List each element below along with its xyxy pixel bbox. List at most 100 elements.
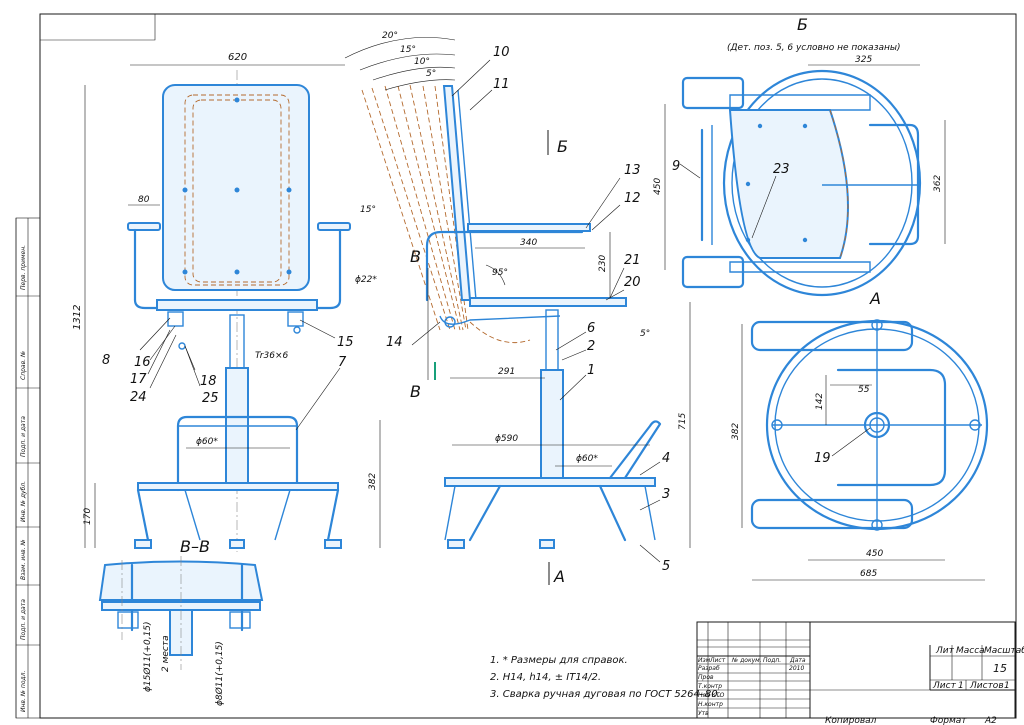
tb-sheet-val: 1: [958, 681, 964, 691]
pos-23: 23: [773, 162, 790, 177]
strip-3: Подп. и дата: [20, 416, 27, 457]
dim-1312: 1312: [72, 305, 83, 330]
view-b-note: (Дет. поз. 5, 6 условно не показаны): [727, 43, 901, 53]
tb-doc: № докум.: [731, 657, 762, 664]
tb-prov: Пров: [698, 674, 714, 681]
pos-4: 4: [662, 451, 670, 466]
view-b: Б (Дет. поз. 5, 6 условно не показаны) 3…: [653, 15, 946, 297]
tb-list: Лист: [709, 657, 726, 664]
pos-21: 21: [624, 253, 641, 268]
pos-8: 8: [102, 353, 110, 368]
arrow-v-top: В: [410, 247, 421, 266]
pos-18: 18: [200, 374, 217, 389]
corner-box: [40, 14, 156, 41]
arrow-v-bottom: В: [410, 382, 421, 401]
front-backrest: [162, 84, 310, 291]
sec-dim-2: 2 места: [161, 635, 171, 672]
pos-1: 1: [587, 363, 595, 378]
tb-format-val: A2: [984, 716, 997, 725]
tb-sheets: Листов: [969, 681, 1004, 691]
pos-15: 15: [337, 335, 354, 350]
dim-685: 685: [860, 569, 877, 579]
tb-masshtab: Масштаб: [984, 646, 1024, 656]
note-2: 2. H14, h14, ± IT14/2.: [490, 672, 601, 683]
tb-razrab: Разраб: [698, 665, 720, 672]
ang-5-seat: 5°: [640, 329, 650, 339]
ang-15: 15°: [400, 45, 416, 55]
dim-142: 142: [815, 393, 825, 410]
title-block: Изм Лист № докум. Подп. Дата Разраб 2010…: [696, 621, 1024, 725]
tb-format: Формат: [930, 716, 967, 725]
view-b-label: Б: [797, 15, 808, 34]
ang-10: 10°: [414, 57, 430, 67]
arrow-b: Б: [557, 137, 568, 156]
view-a: А 55 142 382 450 685 19: [731, 289, 989, 581]
note-1: 1. * Размеры для справок.: [490, 655, 628, 666]
tb-sheets-val: 1: [1004, 681, 1010, 691]
tb-nachkto: Нач КТО: [698, 692, 725, 699]
section-vv: В–В ϕ15Ø11(+0,15) 2 места ϕ8Ø11(+0,15): [98, 537, 264, 706]
dim-620: 620: [228, 52, 247, 63]
tb-izm: Изм: [698, 657, 711, 664]
notes: 1. * Размеры для справок. 2. H14, h14, ±…: [490, 655, 721, 700]
dim-phi590: ϕ590: [495, 434, 518, 444]
pos-11: 11: [493, 77, 510, 92]
pos-24: 24: [130, 390, 147, 405]
pos-19: 19: [814, 451, 831, 466]
strip-6: Подп. и дата: [20, 599, 27, 640]
dim-325: 325: [855, 55, 872, 65]
strip-1: Перв. примен.: [20, 245, 27, 290]
pos-6: 6: [587, 321, 595, 336]
view-a-label: А: [869, 289, 881, 308]
dim-340: 340: [520, 238, 537, 248]
tb-tkontr: Т.контр: [698, 683, 722, 690]
pos-9: 9: [672, 159, 680, 174]
dim-291: 291: [498, 367, 515, 377]
note-3: 3. Сварка ручная дуговая по ГОСТ 5264–80…: [490, 689, 721, 700]
pos-20: 20: [624, 275, 641, 290]
tb-nkontr: Н.контр: [698, 701, 723, 708]
strip-7: Инв. № подл.: [20, 671, 27, 712]
strip-5: Взам. инв. №: [20, 539, 27, 580]
side-view: 20° 15° 10° 5° 340 230 95° 5° 291: [344, 31, 691, 586]
pos-7: 7: [338, 355, 347, 370]
dim-230: 230: [598, 255, 608, 272]
dim-450-a: 450: [866, 549, 883, 559]
sec-dim-1: ϕ15Ø11(+0,15): [142, 621, 153, 692]
tb-podp: Подп.: [763, 657, 781, 664]
tb-date-val: 2010: [789, 665, 804, 672]
dim-382-a: 382: [731, 423, 741, 440]
dim-tr36: Tr36×6: [255, 351, 288, 361]
ang-20: 20°: [382, 31, 398, 41]
dim-170: 170: [83, 508, 93, 525]
tb-massa: Масса: [956, 646, 985, 656]
dim-362: 362: [933, 175, 943, 192]
dim-55: 55: [858, 385, 870, 395]
strip-4: Инв. № дубл.: [20, 481, 27, 522]
sec-dim-3: ϕ8Ø11(+0,15): [214, 641, 225, 706]
dim-80: 80: [138, 195, 150, 205]
pos-17: 17: [130, 372, 147, 387]
arrow-a: А: [553, 567, 565, 586]
dim-phi22: ϕ22*: [355, 275, 377, 285]
dim-450-b: 450: [653, 178, 663, 195]
pos-10: 10: [493, 45, 510, 60]
ang-95: 95°: [492, 268, 508, 278]
tb-utv: Утв: [698, 710, 709, 717]
pos-14: 14: [386, 335, 403, 350]
pos-25: 25: [202, 391, 219, 406]
pos-5: 5: [662, 559, 670, 574]
tb-lit: Лит: [935, 646, 955, 656]
dim-phi60-side: ϕ60*: [576, 454, 598, 464]
pos-13: 13: [624, 163, 641, 178]
ang-5: 5°: [426, 69, 436, 79]
dim-715: 715: [678, 413, 688, 430]
pos-12: 12: [624, 191, 641, 206]
dim-phi60-front: ϕ60*: [196, 437, 218, 447]
tb-sheet: Лист: [932, 681, 957, 691]
strip-2: Справ. №: [20, 351, 27, 380]
side-strip: Перв. примен. Справ. № Подп. и дата Инв.…: [15, 217, 41, 719]
pos-16: 16: [134, 355, 151, 370]
